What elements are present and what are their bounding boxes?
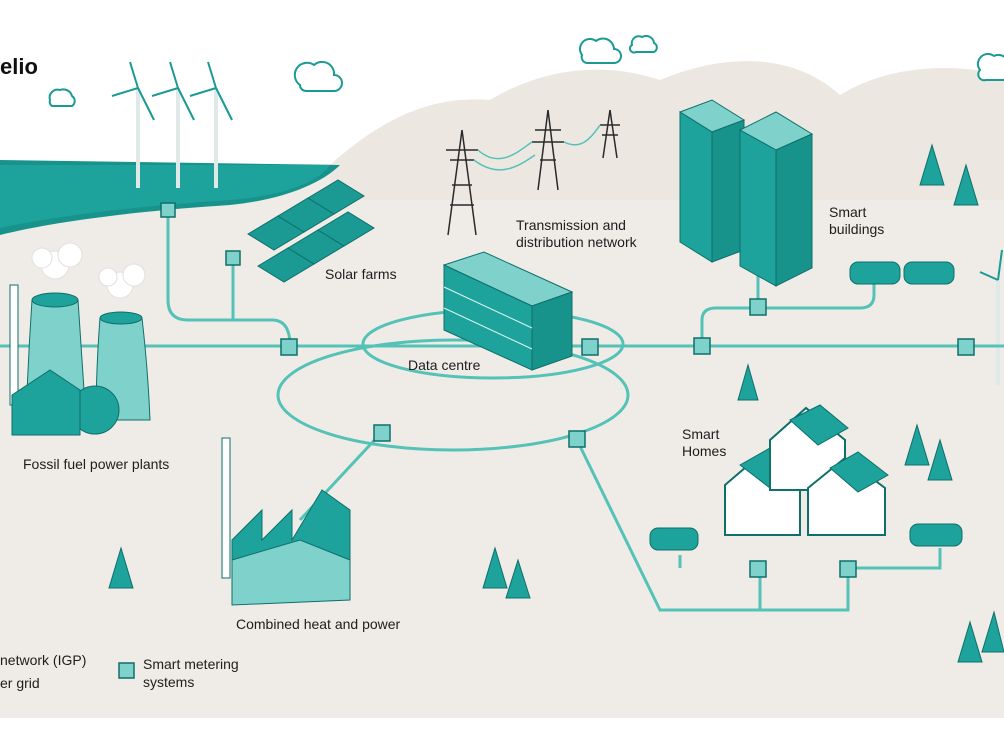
electric-car-icon — [649, 261, 963, 551]
brand-logo: elio — [0, 54, 38, 79]
label-chp: Combined heat and power — [236, 616, 401, 632]
smart-buildings-towers — [678, 99, 814, 287]
tree-icon — [108, 143, 1004, 663]
label-transmission-line2: distribution network — [516, 234, 637, 250]
legend-smart-metering-line2: systems — [143, 674, 195, 690]
cloud-icon — [48, 34, 1004, 107]
chp-factory — [221, 437, 351, 606]
fossil-fuel-plant — [9, 242, 151, 436]
label-data-centre: Data centre — [408, 357, 481, 373]
legend-network-line2: er grid — [0, 675, 40, 691]
label-fossil-fuel: Fossil fuel power plants — [23, 456, 170, 472]
label-smart-buildings-line1: Smart — [829, 204, 867, 220]
hills — [330, 61, 1004, 200]
legend-smart-meter-swatch — [118, 662, 135, 679]
label-transmission-line1: Transmission and — [516, 217, 626, 233]
sea-surface — [0, 165, 330, 228]
pylon-icon — [446, 109, 620, 236]
smart-meter-node — [160, 202, 975, 578]
label-smart-buildings-line2: buildings — [829, 221, 885, 237]
wind-turbine-icon — [111, 61, 1003, 385]
smart-homes — [724, 404, 889, 536]
label-solar-farms: Solar farms — [325, 266, 397, 282]
steam-cloud — [31, 242, 146, 299]
legend-network-line1: network (IGP) — [0, 652, 87, 668]
label-smart-homes-line2: Homes — [682, 443, 727, 459]
data-centre-building — [442, 251, 574, 371]
legend-smart-metering-line1: Smart metering — [143, 656, 239, 672]
label-smart-homes-line1: Smart — [682, 426, 720, 442]
solar-panel-icon — [247, 179, 375, 283]
